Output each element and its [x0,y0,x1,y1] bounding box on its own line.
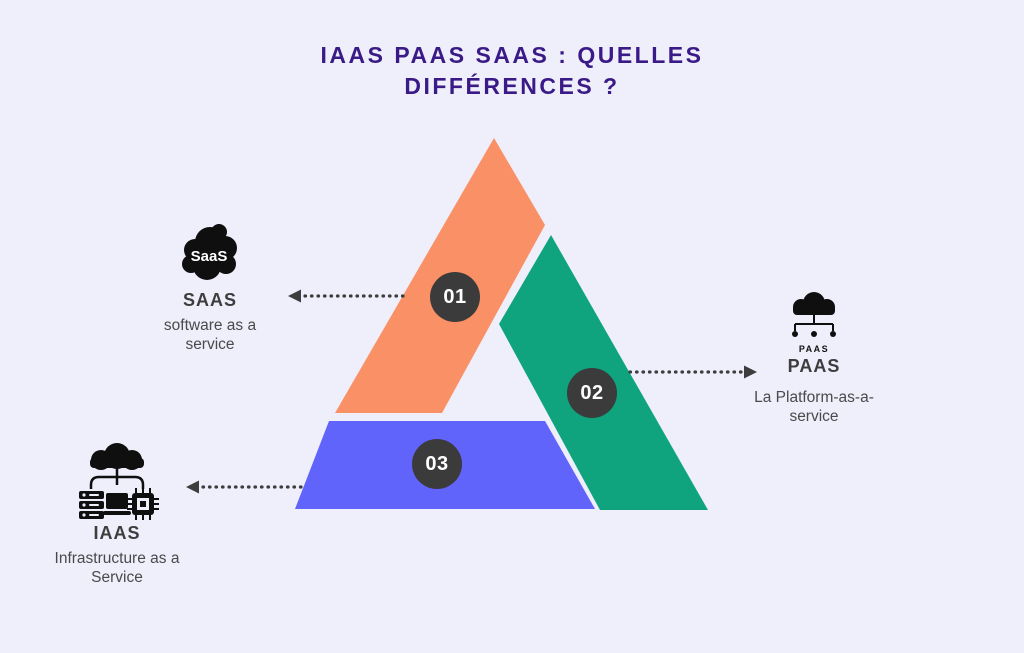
laptop-icon [103,493,131,515]
saas-icon-text: SaaS [191,248,228,265]
iaas-heading: IAAS [93,523,141,543]
badge-03: 03 [412,439,462,489]
page-title: IAAS PAAS SAAS : QUELLES DIFFÉRENCES ? [0,40,1024,102]
iaas-description-line2: Service [91,568,143,586]
saas-description-line1: software as a [163,317,257,334]
iaas-description-line1: Infrastructure as a [54,550,180,567]
server-icon [79,491,104,519]
iaas-cloud-infrastructure-icon [79,443,159,520]
badge-01: 01 [430,272,480,322]
saas-cloud-icon: SaaS [182,224,237,280]
paas-callout: PAAS PAAS La Platform-as-a-service [729,291,899,426]
paas-icon-caption: PAAS [798,344,830,354]
iaas-arrow [186,480,303,494]
saas-heading: SAAS [182,290,237,310]
paas-cloud-network-icon [792,292,836,337]
saas-description-line2: service [185,335,235,353]
paas-heading: PAAS [787,356,841,376]
cpu-chip-icon [127,488,159,520]
page-title-line2: DIFFÉRENCES ? [404,73,620,99]
paas-description-line1: La Platform-as-a- [754,389,874,406]
page-title-line1: IAAS PAAS SAAS : QUELLES [320,42,704,68]
paas-description: La Platform-as-a-service [729,389,899,426]
paas-arrow [628,365,757,379]
saas-arrow [288,289,405,303]
badge-02: 02 [567,368,617,418]
paas-description-line2: service [789,407,839,425]
